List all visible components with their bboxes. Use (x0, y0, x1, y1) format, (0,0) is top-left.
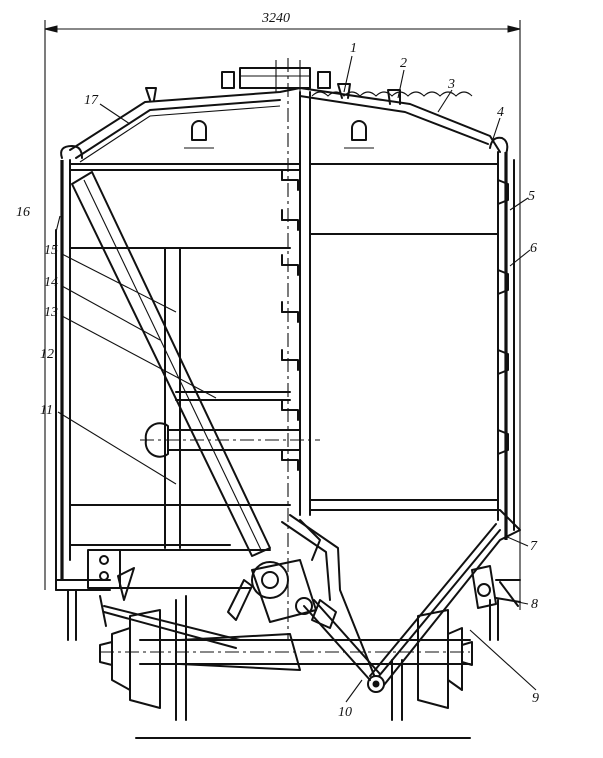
callout-2: 2 (400, 56, 407, 71)
callout-1: 1 (350, 41, 357, 56)
callout-labels: 1 2 3 4 5 6 7 8 9 10 11 12 13 14 15 16 1… (16, 41, 539, 720)
callout-8: 8 (531, 597, 538, 612)
dimension-label: 3240 (261, 11, 290, 26)
right-side-wall (309, 151, 515, 540)
callout-15: 15 (44, 243, 58, 258)
callout-6: 6 (530, 241, 537, 256)
callout-14: 14 (44, 275, 58, 290)
callout-9: 9 (532, 691, 539, 706)
overall-width-dimension: 3240 (44, 11, 521, 610)
callout-13: 13 (44, 305, 58, 320)
leader-lines (55, 55, 537, 703)
left-side-wall (55, 159, 320, 591)
callout-12: 12 (40, 347, 54, 362)
callout-7: 7 (530, 539, 538, 554)
callout-3: 3 (447, 77, 455, 92)
callout-17: 17 (84, 93, 99, 108)
diagonal-strut (71, 171, 271, 557)
roof (60, 60, 509, 163)
center-partition (281, 91, 311, 516)
underframe (55, 549, 499, 739)
callout-5: 5 (528, 189, 535, 204)
callout-11: 11 (40, 403, 53, 418)
callout-16: 16 (16, 205, 30, 220)
callout-4: 4 (497, 105, 504, 120)
callout-10: 10 (338, 705, 352, 720)
